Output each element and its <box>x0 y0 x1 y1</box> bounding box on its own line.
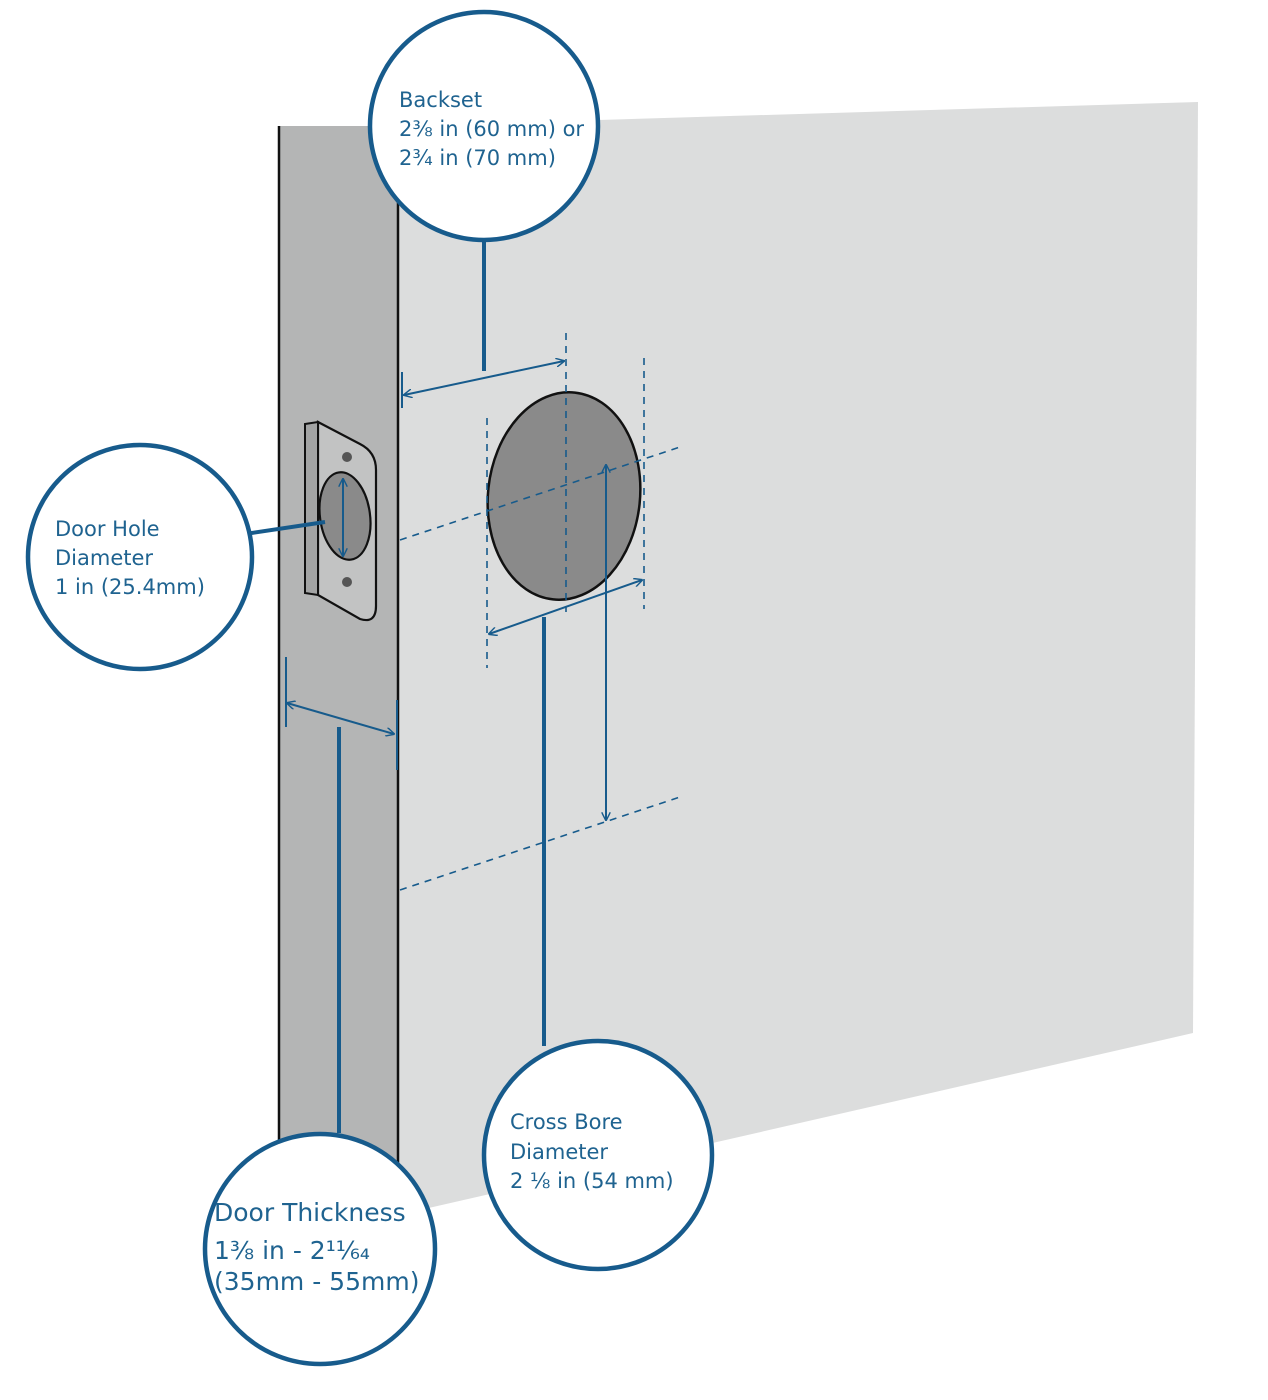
cross-bore-label-line2: Diameter <box>510 1140 608 1164</box>
door-thickness-dimension-arrow <box>287 703 394 734</box>
backset-label: Backset <box>399 88 482 112</box>
door-hole-leader <box>237 520 326 537</box>
latch-faceplate-edge <box>304 420 319 597</box>
backset-value-60mm: 2⅜ in (60 mm) or <box>399 117 584 141</box>
door-thickness-label: Door Thickness <box>214 1198 406 1227</box>
door-edge <box>279 126 398 1215</box>
callout-door-hole: Door Hole Diameter 1 in (25.4mm) <box>25 442 255 672</box>
cross-bore-value: 2 ⅛ in (54 mm) <box>510 1169 674 1193</box>
lower-reference-guide <box>399 796 681 891</box>
callout-door-thickness: Door Thickness 1⅜ in - 2¹¹⁄₆₄ (35mm - 55… <box>202 1131 438 1367</box>
cross-bore-label-line1: Cross Bore <box>510 1110 623 1134</box>
door-thickness-value-mm: (35mm - 55mm) <box>214 1267 419 1296</box>
backset-value-70mm: 2¾ in (70 mm) <box>399 146 556 170</box>
door-hole-value: 1 in (25.4mm) <box>55 575 205 599</box>
callout-backset: Backset 2⅜ in (60 mm) or 2¾ in (70 mm) <box>367 9 601 243</box>
callout-cross-bore: Cross Bore Diameter 2 ⅛ in (54 mm) <box>481 1038 715 1272</box>
callout-backset-circle <box>367 9 601 243</box>
backset-dimension-arrow <box>404 361 564 395</box>
callout-door-hole-circle <box>25 442 255 672</box>
door-hole-label-line1: Door Hole <box>55 517 160 541</box>
faceplate-screw-bottom <box>342 577 352 587</box>
door-thickness-value-in: 1⅜ in - 2¹¹⁄₆₄ <box>214 1236 370 1265</box>
callout-cross-bore-circle <box>481 1038 715 1272</box>
leader-lines <box>237 240 546 1133</box>
cross-bore-dimension-arrow <box>489 580 642 634</box>
door-face <box>398 102 1198 1215</box>
dimension-arrows <box>286 361 642 820</box>
latch-axis-guide <box>399 446 681 541</box>
callout-door-thickness-circle <box>202 1131 438 1367</box>
faceplate-screw-top <box>342 452 352 462</box>
door-hole-label-line2: Diameter <box>55 546 153 570</box>
